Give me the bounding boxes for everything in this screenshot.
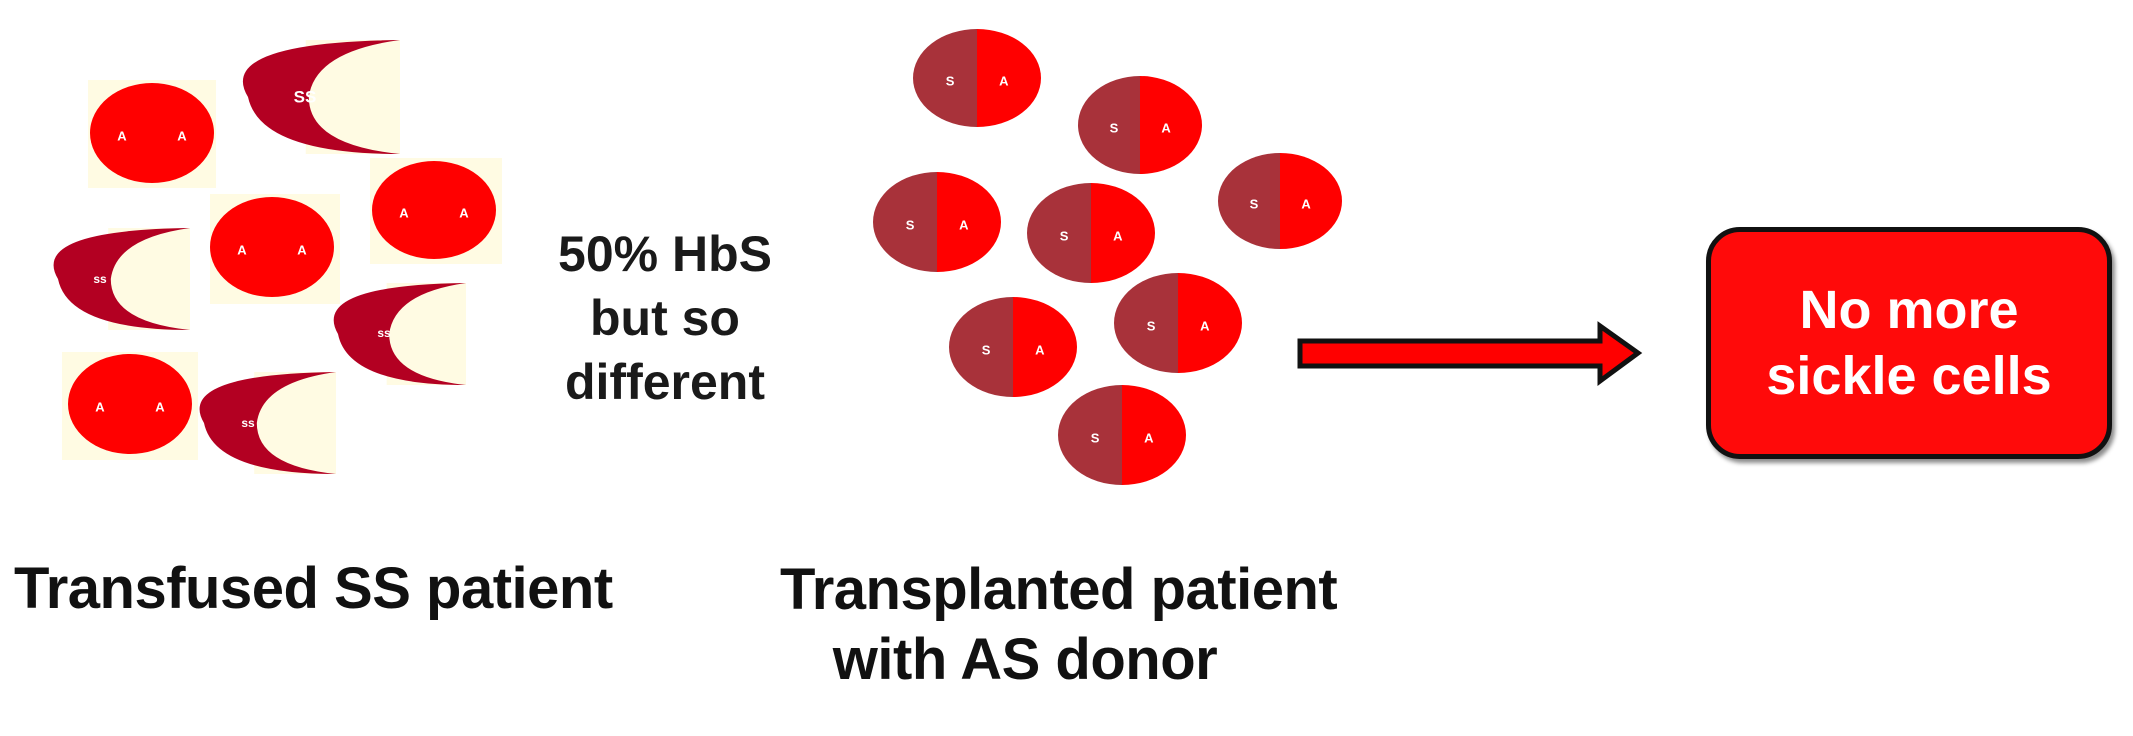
cell-allele-label: A <box>1035 342 1045 357</box>
cell-allele-label: A <box>117 128 127 143</box>
cell-allele-label: S <box>946 73 955 88</box>
normal-red-blood-cell <box>90 83 214 183</box>
cell-allele-label: S <box>1250 196 1259 211</box>
cell-allele-label: S <box>1091 430 1100 445</box>
cell-allele-label: A <box>237 242 247 257</box>
cell-allele-label: A <box>1161 120 1171 135</box>
transfused-patient-label: Transfused SS patient <box>14 556 613 621</box>
cell-allele-label: A <box>459 205 469 220</box>
cell-allele-label: A <box>959 217 969 232</box>
sickle-red-blood-cell <box>333 283 466 385</box>
cell-allele-label: S <box>1060 228 1069 243</box>
hba-half <box>1122 385 1186 485</box>
hba-half <box>977 29 1041 127</box>
cell-allele-label: A <box>95 399 105 414</box>
box-line-2: sickle cells <box>1766 346 2052 406</box>
hba-half <box>1091 183 1155 283</box>
cell-allele-label: A <box>399 205 409 220</box>
cell-allele-label: ss <box>377 326 391 340</box>
cell-allele-label: A <box>155 399 165 414</box>
cell-allele-label: S <box>1110 120 1119 135</box>
cell-allele-label: S <box>906 217 915 232</box>
transplanted-label-line-1: Transplanted patient <box>780 557 1338 622</box>
cell-allele-label: A <box>1144 430 1154 445</box>
cell-allele-label: A <box>177 128 187 143</box>
cell-allele-label: SS <box>294 87 317 106</box>
no-sickle-cells-text: No more sickle cells <box>1766 277 2051 409</box>
box-line-1: No more <box>1799 280 2019 340</box>
transplanted-label-line-2: with AS donor <box>832 627 1218 692</box>
hba-half <box>937 172 1001 272</box>
no-sickle-cells-box: No more sickle cells <box>1706 227 2112 459</box>
sickle-red-blood-cell <box>199 372 336 474</box>
cell-allele-label: A <box>1200 318 1210 333</box>
sickle-red-blood-cell <box>53 228 190 330</box>
sickle-cell-1: SS <box>242 40 400 154</box>
cell-allele-label: A <box>297 242 307 257</box>
cell-allele-label: A <box>1301 196 1311 211</box>
hba-half <box>1280 153 1342 249</box>
cell-allele-label: S <box>1147 318 1156 333</box>
transplanted-patient-label: Transplanted patient with AS donor <box>780 555 1338 695</box>
hbs-comparison-text: 50% HbS but so different <box>540 222 790 414</box>
normal-red-blood-cell <box>68 354 192 454</box>
hba-half <box>1013 297 1077 397</box>
cell-allele-label: A <box>999 73 1009 88</box>
cell-allele-label: ss <box>93 272 107 286</box>
hba-half <box>1140 76 1202 174</box>
sickle-cell-4: ss <box>199 372 336 474</box>
cell-allele-label: A <box>1113 228 1123 243</box>
hbs-line-3: different <box>565 354 765 410</box>
cell-allele-label: S <box>982 342 991 357</box>
hbs-line-1: 50% HbS <box>558 226 772 282</box>
sickle-red-blood-cell <box>242 40 400 154</box>
normal-red-blood-cell <box>210 197 334 297</box>
sickle-cell-2: ss <box>53 228 190 330</box>
hba-half <box>1178 273 1242 373</box>
right-arrow-icon <box>1297 321 1643 386</box>
normal-red-blood-cell <box>372 161 496 259</box>
sickle-cell-3: ss <box>333 283 466 385</box>
cell-allele-label: ss <box>241 416 255 430</box>
hbs-line-2: but so <box>590 290 740 346</box>
